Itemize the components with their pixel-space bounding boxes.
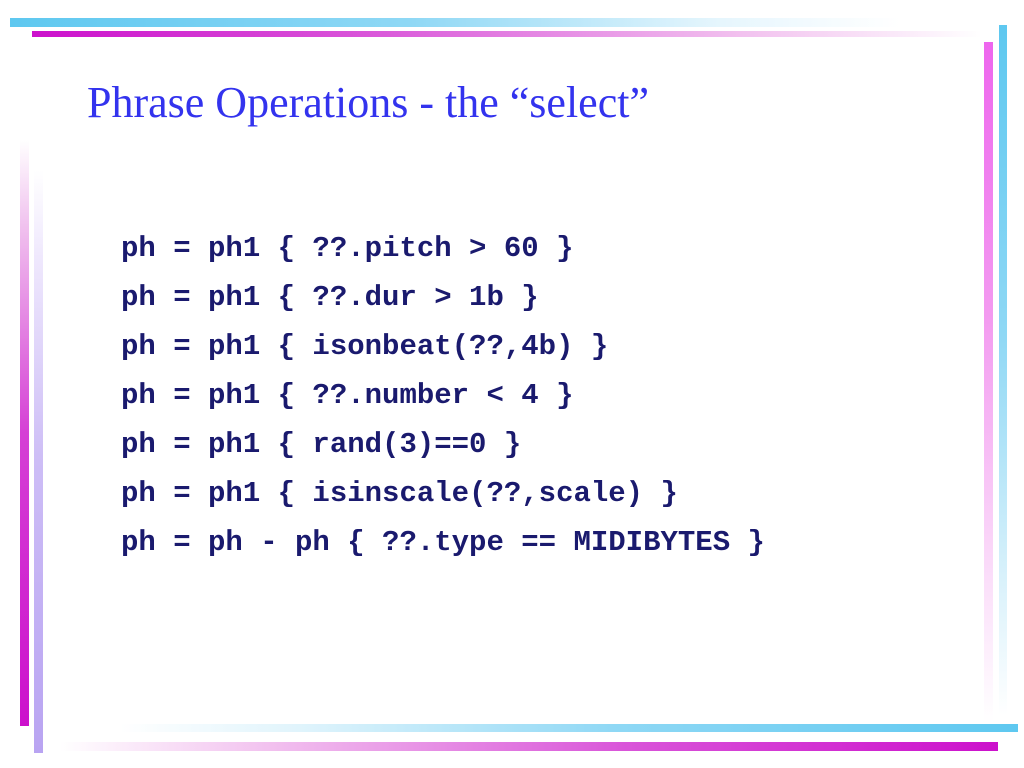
code-block: ph = ph1 { ??.pitch > 60 } ph = ph1 { ??…	[121, 224, 765, 567]
left-lavender-border-bar	[34, 170, 43, 753]
code-line-3: ph = ph1 { isonbeat(??,4b) }	[121, 330, 609, 363]
code-line-2: ph = ph1 { ??.dur > 1b }	[121, 281, 539, 314]
code-line-6: ph = ph1 { isinscale(??,scale) }	[121, 477, 678, 510]
code-line-1: ph = ph1 { ??.pitch > 60 }	[121, 232, 574, 265]
left-magenta-border-bar	[20, 140, 29, 726]
code-line-5: ph = ph1 { rand(3)==0 }	[121, 428, 522, 461]
right-magenta-border-bar	[984, 42, 993, 722]
top-blue-border-bar	[10, 18, 900, 27]
code-line-7: ph = ph - ph { ??.type == MIDIBYTES }	[121, 526, 765, 559]
bottom-blue-border-bar	[120, 724, 1018, 732]
bottom-magenta-border-bar	[60, 742, 998, 751]
right-blue-border-bar	[999, 25, 1007, 715]
code-line-4: ph = ph1 { ??.number < 4 }	[121, 379, 574, 412]
top-magenta-border-bar	[32, 31, 982, 37]
slide-title: Phrase Operations - the “select”	[87, 78, 649, 127]
